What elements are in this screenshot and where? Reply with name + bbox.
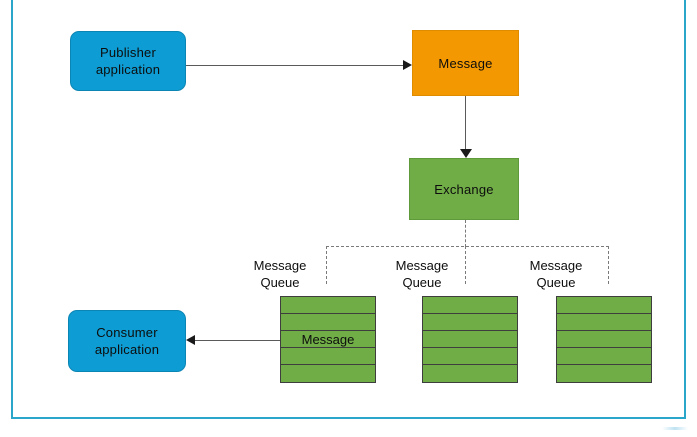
queue-3-cell[interactable] — [557, 348, 651, 365]
queue-2-cell[interactable] — [423, 365, 517, 382]
queue-1-label-line1: Message — [253, 258, 307, 273]
queue-3-stack — [556, 296, 652, 383]
queue-2-label-line2: Queue — [402, 275, 442, 290]
queue-3-label-line1: Message — [529, 258, 583, 273]
queue-1-stack: Message — [280, 296, 376, 383]
queue-2-cell[interactable] — [423, 348, 517, 365]
publisher-label-line2: application — [95, 62, 161, 77]
queue-2-cell[interactable] — [423, 331, 517, 348]
node-consumer-application[interactable]: Consumer application — [68, 310, 186, 372]
queue-1-cell[interactable] — [281, 365, 375, 382]
connector-exchange-fanout-stem — [465, 220, 466, 247]
connector-exchange-to-queue-2 — [465, 246, 466, 284]
queue-2-label: Message Queue — [362, 257, 482, 291]
queue-3-label: Message Queue — [496, 257, 616, 291]
queue-1-cell[interactable] — [281, 348, 375, 365]
message-label: Message — [438, 55, 493, 71]
queue-1-cell-message[interactable]: Message — [281, 331, 375, 348]
queue-3-cell[interactable] — [557, 331, 651, 348]
connector-exchange-fanout-bus — [326, 246, 609, 247]
connector-publisher-to-message — [186, 65, 404, 66]
node-message[interactable]: Message — [412, 30, 519, 96]
arrowhead-queue-to-consumer-icon — [186, 335, 195, 345]
consumer-label-line1: Consumer — [96, 325, 158, 340]
queue-3-label-line2: Queue — [536, 275, 576, 290]
queue-2-stack — [422, 296, 518, 383]
queue-2-cell[interactable] — [423, 314, 517, 331]
queue-3-cell[interactable] — [557, 365, 651, 382]
diagram-frame: Publisher application Message Exchange C… — [11, 0, 686, 419]
arrowhead-message-to-exchange-icon — [460, 149, 472, 158]
queue-1-cell[interactable] — [281, 314, 375, 331]
node-publisher-application[interactable]: Publisher application — [70, 31, 186, 91]
queue-1-cell[interactable] — [281, 297, 375, 314]
connector-queue-to-consumer — [194, 340, 281, 341]
connector-message-to-exchange — [465, 96, 466, 150]
queue-3-cell[interactable] — [557, 314, 651, 331]
connector-exchange-to-queue-1 — [326, 246, 327, 284]
consumer-label-line2: application — [94, 342, 160, 357]
queue-1-label: Message Queue — [220, 257, 340, 291]
queue-3-cell[interactable] — [557, 297, 651, 314]
queue-2-cell[interactable] — [423, 297, 517, 314]
node-exchange[interactable]: Exchange — [409, 158, 519, 220]
horizontal-scrollbar[interactable] — [662, 427, 688, 430]
connector-exchange-to-queue-3 — [608, 246, 609, 284]
queue-2-label-line1: Message — [395, 258, 449, 273]
publisher-label-line1: Publisher — [99, 45, 156, 60]
queue-1-label-line2: Queue — [260, 275, 300, 290]
arrowhead-publisher-to-message-icon — [403, 60, 412, 70]
exchange-label: Exchange — [434, 181, 494, 197]
